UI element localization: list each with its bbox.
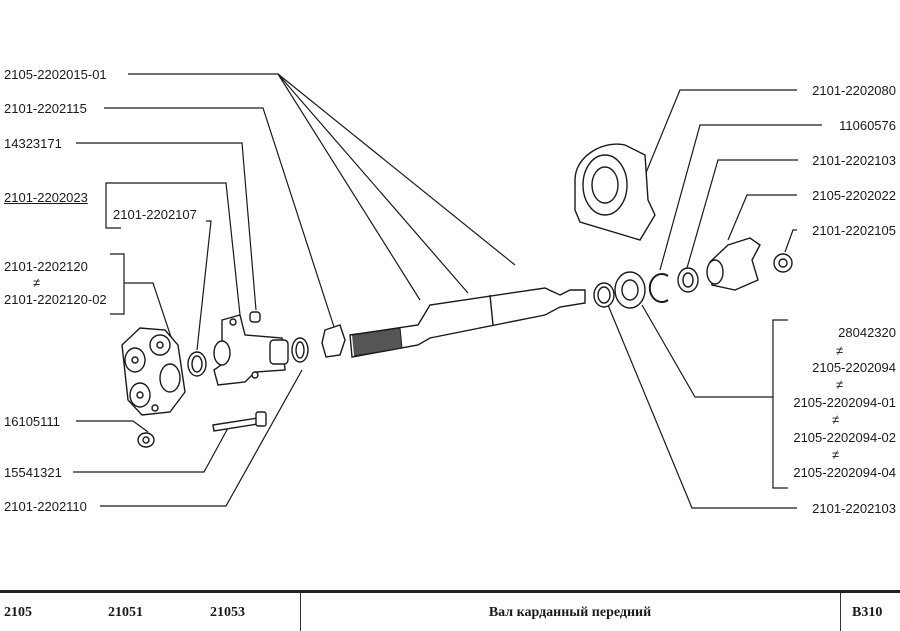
parts bbox=[121, 143, 793, 448]
label-yoke-nut: 2101-2202105 bbox=[812, 223, 896, 238]
seal-a-part bbox=[321, 324, 346, 358]
elastic-coupling bbox=[121, 327, 186, 416]
bearing-part bbox=[614, 271, 646, 309]
bracket-bearing bbox=[772, 319, 788, 489]
leader-support bbox=[642, 89, 797, 181]
bracket-coupling bbox=[110, 253, 125, 315]
label-nut: 16105111 bbox=[4, 414, 60, 429]
label-bearing-d: 2105-2202094-02 bbox=[793, 430, 896, 445]
alt-symbol: ≠ bbox=[836, 343, 844, 358]
label-bushing: 2101-2202107 bbox=[113, 207, 197, 222]
washer-top-part bbox=[677, 267, 699, 293]
flange-part bbox=[213, 314, 289, 386]
leader-washer-bottom bbox=[607, 304, 797, 509]
grease-fitting-part bbox=[249, 311, 261, 323]
label-seal-b: 2101-2202110 bbox=[4, 499, 87, 514]
alt-symbol: ≠ bbox=[33, 275, 41, 290]
support-part bbox=[574, 143, 656, 241]
label-bearing-b: 2105-2202094 bbox=[812, 360, 896, 375]
label-yoke: 2105-2202022 bbox=[812, 188, 896, 203]
shaft-part bbox=[349, 287, 586, 358]
leader-snap-ring bbox=[659, 124, 822, 271]
alt-symbol: ≠ bbox=[836, 377, 844, 392]
snap-ring-part bbox=[648, 273, 669, 303]
label-bearing-c: 2105-2202094-01 bbox=[793, 395, 896, 410]
leader-seal-b bbox=[100, 369, 303, 507]
leader-bushing bbox=[196, 220, 212, 351]
seal-b-part bbox=[291, 337, 309, 363]
bolt-part bbox=[212, 411, 267, 432]
divider bbox=[840, 593, 841, 631]
yoke-nut-part bbox=[773, 253, 793, 273]
label-grease-fitting: 14323171 bbox=[4, 136, 62, 151]
label-coupling-b: 2101-2202120-02 bbox=[4, 292, 107, 307]
nut-part bbox=[137, 432, 155, 448]
label-bearing-a: 28042320 bbox=[838, 325, 896, 340]
yoke-part bbox=[706, 237, 761, 291]
alt-symbol: ≠ bbox=[832, 447, 840, 462]
leader-bolt bbox=[73, 427, 229, 473]
drawing-code: B310 bbox=[852, 605, 883, 620]
label-coupling-a: 2101-2202120 bbox=[4, 259, 88, 274]
leader-nut bbox=[76, 420, 149, 433]
label-seal-a: 2101-2202115 bbox=[4, 101, 87, 116]
model-21053: 21053 bbox=[210, 605, 245, 620]
label-flange-assembly: 2101-2202023 bbox=[4, 190, 88, 205]
label-washer-top: 2101-2202103 bbox=[812, 153, 896, 168]
divider bbox=[300, 593, 301, 631]
leader-yoke bbox=[727, 194, 797, 241]
bushing-part bbox=[187, 351, 207, 377]
leader-seal-a bbox=[104, 107, 336, 331]
label-washer-bottom: 2101-2202103 bbox=[812, 501, 896, 516]
label-bearing-e: 2105-2202094-04 bbox=[793, 465, 896, 480]
label-snap-ring: 11060576 bbox=[839, 118, 896, 133]
label-bolt: 15541321 bbox=[4, 465, 62, 480]
label-shaft: 2105-2202015-01 bbox=[4, 67, 107, 82]
alt-symbol: ≠ bbox=[832, 412, 840, 427]
title-block: 2105 21051 21053 Вал карданный передний … bbox=[0, 590, 900, 631]
model-21051: 21051 bbox=[108, 605, 143, 620]
leader-grease bbox=[76, 142, 257, 311]
washer-part bbox=[593, 282, 615, 308]
drawing-title: Вал карданный передний bbox=[488, 605, 652, 620]
leader-lines bbox=[73, 73, 822, 509]
label-support: 2101-2202080 bbox=[812, 83, 896, 98]
leader-washer-top bbox=[684, 159, 798, 276]
bracket-flange bbox=[105, 182, 241, 316]
leader-yoke-nut bbox=[784, 229, 797, 253]
model-2105: 2105 bbox=[4, 605, 32, 620]
